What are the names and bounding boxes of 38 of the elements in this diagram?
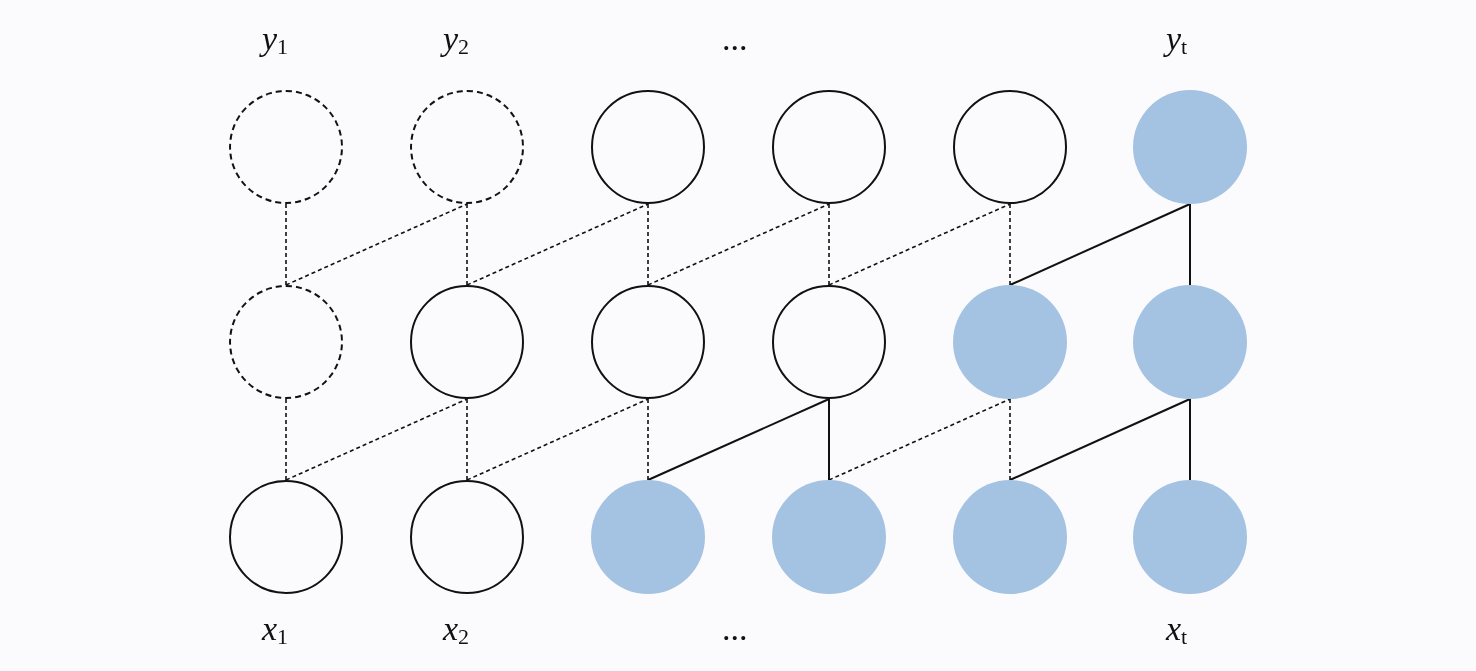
circle-node bbox=[410, 90, 524, 204]
connector-line bbox=[466, 398, 649, 481]
connector-line bbox=[1009, 203, 1011, 286]
circle-node bbox=[591, 285, 705, 399]
connector-line bbox=[828, 398, 830, 481]
connector-line bbox=[1189, 398, 1191, 481]
connector-line bbox=[647, 203, 649, 286]
variable-label: x$_{t}$ bbox=[1166, 612, 1188, 648]
connector-line bbox=[647, 398, 649, 481]
variable-label: x$_{1}$ bbox=[262, 612, 289, 648]
connector-line bbox=[466, 203, 468, 286]
connector-line bbox=[285, 398, 287, 481]
circle-node bbox=[772, 285, 886, 399]
circle-node bbox=[229, 90, 343, 204]
connector-line bbox=[1009, 398, 1191, 481]
circle-node bbox=[229, 480, 343, 594]
ellipsis-label: ... bbox=[722, 612, 748, 646]
circle-node bbox=[953, 90, 1067, 204]
connector-line bbox=[828, 398, 1011, 481]
circle-node bbox=[410, 480, 524, 594]
connector-line bbox=[466, 203, 649, 286]
connector-line bbox=[285, 203, 468, 286]
circle-node bbox=[410, 285, 524, 399]
connector-line bbox=[1009, 203, 1191, 286]
connector-line bbox=[647, 203, 830, 286]
ellipsis-label: ... bbox=[722, 22, 748, 56]
connector-line bbox=[285, 203, 287, 286]
connector-line bbox=[466, 398, 468, 481]
connector-line bbox=[285, 398, 468, 481]
connector-line bbox=[828, 203, 1011, 286]
circle-node bbox=[229, 285, 343, 399]
circle-node bbox=[772, 90, 886, 204]
variable-label: x$_{2}$ bbox=[443, 612, 470, 648]
connector-line bbox=[1189, 203, 1191, 286]
circle-node bbox=[591, 90, 705, 204]
connector-line bbox=[1009, 398, 1011, 481]
connector-line bbox=[828, 203, 830, 286]
connector-line bbox=[647, 398, 830, 481]
